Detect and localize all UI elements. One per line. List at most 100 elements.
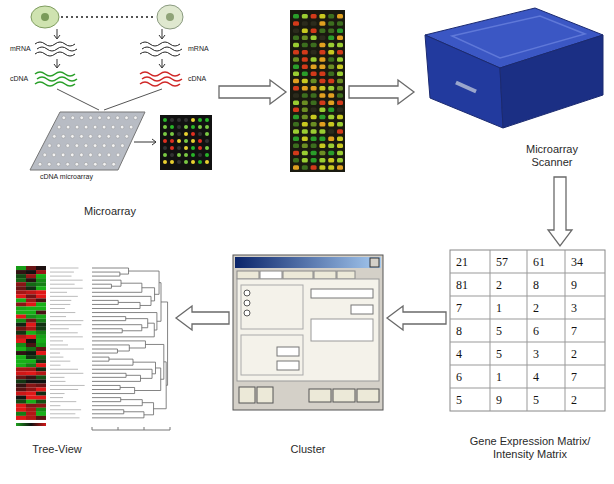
dendrogram-branch	[92, 412, 144, 418]
row-name-mark	[50, 328, 69, 329]
array-spot	[302, 158, 308, 163]
array-spot	[163, 125, 167, 129]
array-spot	[293, 57, 299, 62]
array-spot	[205, 132, 209, 136]
plate-well	[107, 135, 111, 139]
heatmap-cell	[36, 351, 46, 355]
array-spot	[328, 21, 334, 26]
heatmap-cell	[26, 412, 36, 416]
array-spot	[311, 14, 317, 19]
scanner-side	[500, 35, 603, 128]
matrix-cell: 2	[496, 278, 502, 292]
plate-well	[89, 153, 93, 157]
dendrogram-branch	[92, 283, 142, 292]
array-spot	[337, 21, 343, 26]
array-spot	[184, 146, 188, 150]
array-spot	[337, 86, 343, 91]
illustration-label: cDNA	[10, 75, 28, 83]
merge-line	[57, 89, 162, 110]
array-spot	[319, 50, 325, 55]
array-spot	[205, 146, 209, 150]
matrix-cell: 6	[533, 324, 539, 338]
array-spot	[302, 50, 308, 55]
matrix-cell: 9	[496, 393, 502, 407]
heatmap-cell	[36, 282, 46, 286]
array-spot	[328, 136, 334, 141]
dendrogram-branch	[92, 329, 122, 333]
array-spot	[337, 115, 343, 120]
dendrogram-branch	[92, 341, 145, 348]
array-spot	[302, 129, 308, 134]
heatmap-cell	[16, 282, 26, 286]
heatmap-cell	[16, 367, 26, 371]
heatmap-cell	[36, 339, 46, 343]
array-spot	[337, 64, 343, 69]
heatmap-cell	[36, 355, 46, 359]
row-name-mark	[50, 353, 60, 354]
cell-nucleus	[166, 13, 174, 21]
heatmap-cell	[26, 298, 36, 302]
array-spot	[293, 86, 299, 91]
grid-border	[450, 250, 605, 411]
row-name-mark	[50, 377, 64, 378]
tree-axis	[92, 427, 170, 430]
plate-well	[98, 116, 102, 120]
heatmap-cell	[36, 375, 46, 379]
heatmap-cell	[36, 266, 46, 270]
heatmap-cell	[16, 315, 26, 319]
row-name-mark	[50, 280, 83, 281]
array-spot	[337, 28, 343, 33]
array-spot	[170, 139, 174, 143]
array-spot	[328, 28, 334, 33]
plate-well	[125, 116, 129, 120]
microarray-panel: Microarray	[10, 5, 215, 222]
array-spot	[328, 108, 334, 113]
heatmap-cell	[36, 274, 46, 278]
heatmap-cell	[16, 290, 26, 294]
plate-well	[84, 125, 88, 129]
plate-well	[75, 162, 79, 166]
array-spot	[328, 129, 334, 134]
illustration-label: mRNA	[188, 45, 209, 53]
array-spot	[205, 153, 209, 157]
array-spot	[328, 122, 334, 127]
plate-well	[48, 144, 52, 148]
mrna-strand	[35, 42, 77, 56]
heatmap-cell	[36, 388, 46, 392]
heatmap-cell	[16, 355, 26, 359]
array-spot	[337, 93, 343, 98]
heatmap-cell	[36, 404, 46, 408]
heatmap-cell	[36, 343, 46, 347]
cdna-strand	[140, 72, 182, 86]
scanner-lid	[452, 16, 585, 58]
array-spot	[319, 14, 325, 19]
panel-caption: Gene Expression Matrix/ Intensity Matrix	[455, 435, 605, 461]
block-arrow	[387, 306, 446, 330]
dendrogram-branch	[92, 300, 118, 304]
microarray-illustration	[30, 5, 212, 170]
array-spot	[293, 136, 299, 141]
heatmap-cell	[26, 355, 36, 359]
heatmap-cell	[26, 335, 36, 339]
array-spot	[293, 21, 299, 26]
heatmap-cell	[36, 383, 46, 387]
dendrogram-branch	[145, 344, 163, 379]
panel-caption: Microarray	[50, 205, 170, 218]
plate-well	[57, 125, 61, 129]
tab	[337, 271, 355, 279]
window-frame	[233, 255, 383, 410]
panel-caption: Tree-View	[12, 443, 102, 456]
matrix-cell: 2	[571, 347, 577, 361]
array-spot	[163, 118, 167, 122]
array-spot	[293, 122, 299, 127]
array-spot	[302, 93, 308, 98]
array-spot	[328, 115, 334, 120]
matrix-cell: 1	[496, 370, 502, 384]
array-spot	[311, 136, 317, 141]
icon-button	[257, 387, 273, 403]
input-box	[351, 305, 373, 314]
push-button	[333, 389, 355, 402]
dendrogram-branch	[129, 271, 160, 294]
plate-well	[116, 153, 120, 157]
